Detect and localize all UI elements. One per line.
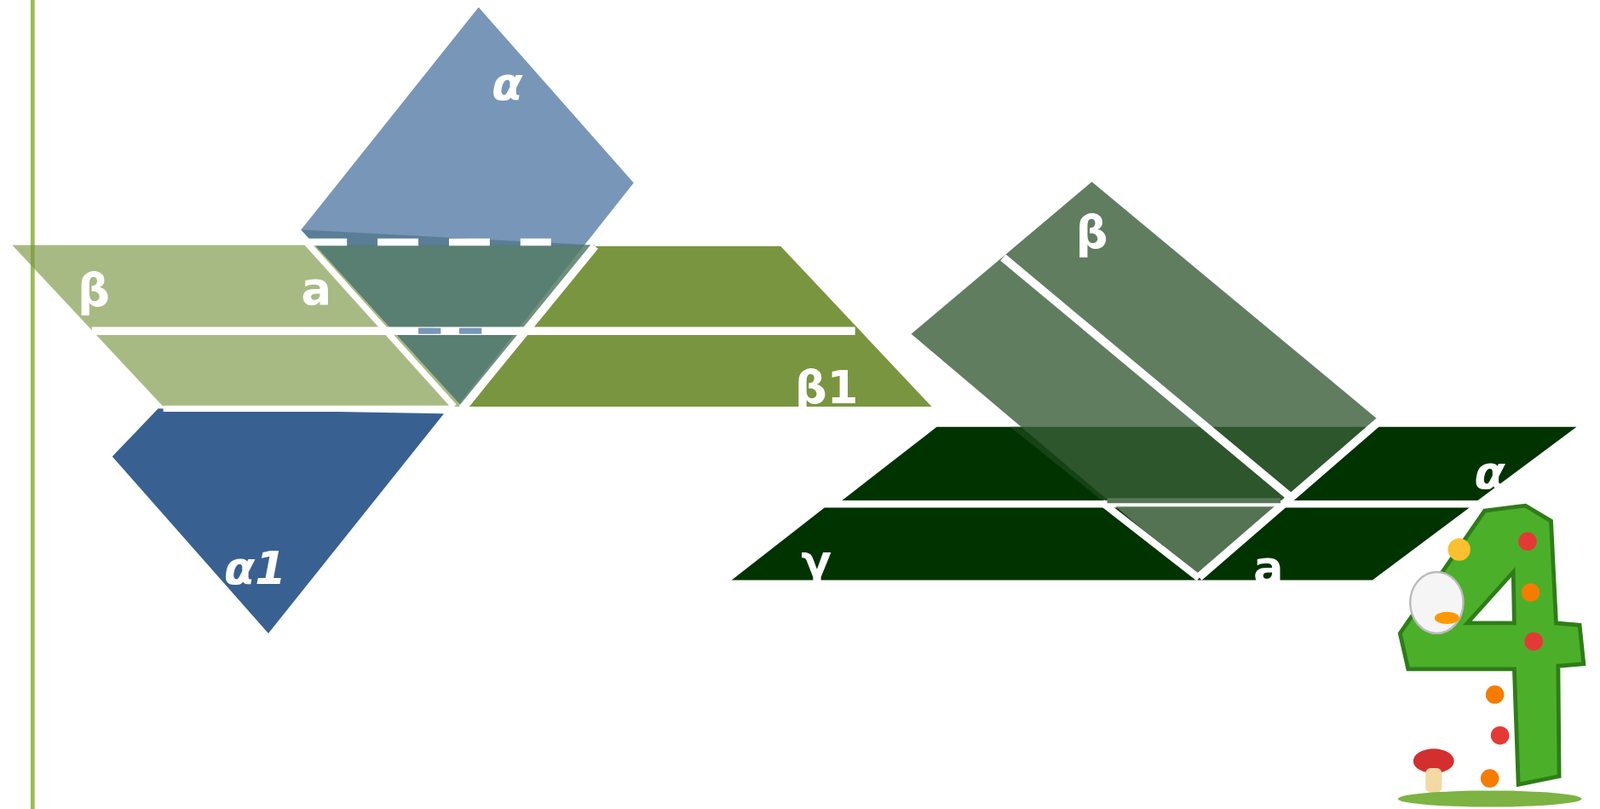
plane-gamma xyxy=(731,507,1470,581)
line-a-right xyxy=(826,500,1480,507)
white-edge xyxy=(163,405,455,412)
margin-line xyxy=(30,0,35,809)
white-edge xyxy=(1102,502,1200,579)
plane-label: γ xyxy=(800,539,832,585)
plane-label: α xyxy=(1474,449,1506,495)
number-clipart xyxy=(1398,505,1584,806)
plane-alpha1 xyxy=(112,408,444,634)
plane-beta-right xyxy=(911,181,1381,577)
white-edge xyxy=(1002,257,1291,498)
line-a-inner xyxy=(1107,497,1282,503)
plane-label: α xyxy=(491,62,523,108)
line-a xyxy=(92,326,856,335)
plane-alpha-right xyxy=(841,426,1577,501)
overlap xyxy=(300,230,595,407)
plane-label: β xyxy=(1076,210,1109,256)
dashed-edge xyxy=(418,328,501,334)
plane-label: β xyxy=(77,268,110,314)
plane-label: α1 xyxy=(224,546,287,592)
plane-label: a xyxy=(300,266,332,312)
plane-label: β1 xyxy=(794,365,858,411)
white-edge xyxy=(462,246,596,409)
plane-label: a xyxy=(1253,545,1284,591)
dashed-edge xyxy=(305,238,551,246)
